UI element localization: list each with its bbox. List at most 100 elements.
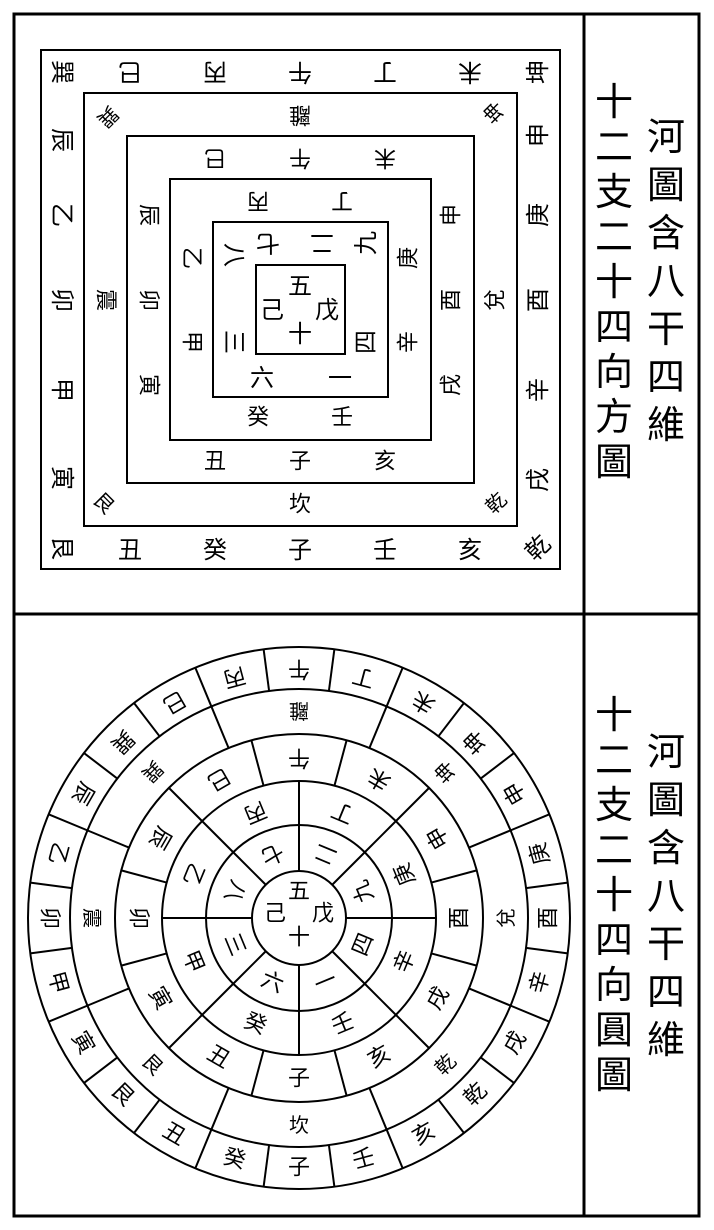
circle-trigram-0: 離 [289, 699, 309, 723]
circle-branch-6: 子 [288, 1067, 310, 1092]
circle-outer-divider [262, 1144, 271, 1187]
sq-ring3-right-1: 酉 [440, 289, 465, 311]
circle-outer-label-4: 申 [499, 777, 532, 809]
sq-center-ten: 十 [288, 320, 312, 348]
circle-branch-2: 申 [422, 822, 455, 854]
circle-number-2: 四 [348, 930, 380, 960]
circle-number-5: 三 [219, 930, 251, 960]
square-diagram [40, 49, 561, 570]
sq-ring2-corner-1: 坤 [478, 96, 509, 127]
circle-outer-label-5: 庚 [526, 839, 556, 867]
sq-outer-top-0: 巳 [118, 58, 142, 86]
sq-center-ji: 己 [260, 296, 284, 324]
sq-outer-left-0: 艮 [48, 536, 76, 560]
sq-ring2-corner-0: 巽 [92, 101, 123, 132]
sq-outer-right-3: 酉 [524, 288, 552, 312]
circle-outer-divider [48, 813, 88, 832]
circle-outer-divider [480, 1056, 515, 1084]
bottom-title-line-1: 河圖含八干四維 [647, 730, 685, 1062]
circle-ring2-divider [87, 987, 130, 1007]
sq-outer-left-3: 卯 [48, 288, 76, 312]
sq-ring5-left-bottom: 三 [220, 330, 248, 354]
circle-outer-label-13: 癸 [220, 1145, 248, 1175]
circle-outer-label-7: 辛 [526, 969, 556, 997]
circle-ring2-divider [468, 829, 511, 849]
circle-ring3-divider [250, 1050, 265, 1096]
circle-branch-4: 戌 [422, 983, 455, 1015]
circle-stem-4: 癸 [240, 1008, 270, 1040]
circle-ring3-divider [168, 1014, 203, 1049]
square-ring-1 [40, 49, 561, 570]
sq-ring4-right-1: 辛 [397, 331, 422, 353]
sq-ring3-top-0: 巳 [204, 145, 226, 170]
circle-outer-divider [262, 649, 271, 692]
circle-outer-label-6: 酉 [537, 907, 562, 929]
circle-ring3-divider [121, 869, 167, 884]
sq-center-five: 五 [288, 272, 312, 300]
square-ring-4 [169, 178, 432, 441]
circle-branch-3: 酉 [448, 907, 473, 929]
circle-ring2-divider [210, 1087, 230, 1130]
sq-outer-bottom-0: 亥 [458, 536, 482, 564]
circle-trigram-corner-0: 坤 [430, 756, 461, 787]
sq-outer-right-0: 坤 [524, 60, 552, 84]
circle-outer-divider [83, 752, 118, 780]
circle-outer-label-20: 辰 [66, 777, 99, 809]
circle-outer-label-16: 寅 [66, 1027, 99, 1059]
circle-ring4-divider [201, 820, 234, 853]
circle-outer-divider [327, 1144, 336, 1187]
circle-stem-7: 丙 [240, 796, 270, 828]
circle-ring3-divider [333, 1050, 348, 1096]
top-title: 河圖含八干四維 十二支二十四向方圖 [595, 80, 685, 484]
square-ring-5 [212, 221, 389, 398]
sq-outer-right-1: 申 [524, 123, 552, 147]
sq-ring2-top: 離 [289, 102, 311, 127]
circle-branch-10: 辰 [143, 822, 176, 854]
sq-outer-left-6: 巽 [48, 60, 76, 84]
circle-ring3-divider [250, 740, 265, 786]
sq-ring4-left-0: 甲 [179, 331, 204, 353]
circle-ring2-divider [468, 987, 511, 1007]
circle-outer-label-19: 乙 [43, 839, 73, 867]
sq-ring3-left-2: 辰 [136, 204, 161, 226]
circle-branch-1: 未 [364, 762, 396, 795]
bottom-title-line-2: 十二支二十四向圓圖 [595, 693, 633, 1097]
sq-outer-right-5: 戌 [524, 468, 552, 492]
circle-ring3-divider [431, 869, 477, 884]
sq-ring3-bottom-2: 丑 [204, 450, 226, 475]
circle-number-0: 二 [311, 838, 341, 870]
sq-ring3-right-0: 申 [440, 204, 465, 226]
circle-outer-label-0: 午 [288, 656, 310, 681]
circle-ring-outer [27, 646, 571, 1190]
circle-center-five: 五 [288, 880, 310, 905]
top-title-line-1: 河圖含八干四維 [647, 115, 685, 447]
circle-number-1: 九 [348, 876, 380, 906]
circle-branch-9: 卯 [126, 907, 151, 929]
sq-ring3-left-0: 寅 [136, 374, 161, 396]
circle-ring3-divider [333, 740, 348, 786]
circle-ring4-divider [364, 983, 397, 1016]
square-center [255, 264, 346, 355]
circle-number-6: 八 [219, 876, 251, 906]
circle-diagram [27, 646, 571, 1190]
sq-outer-bottom-3: 癸 [203, 536, 227, 564]
circle-stem-0: 丁 [328, 796, 358, 828]
circle-center-ten: 十 [288, 926, 310, 951]
circle-trigram-3: 震 [80, 908, 104, 928]
sq-outer-top-3: 丁 [373, 58, 397, 86]
sq-outer-left-1: 寅 [48, 466, 76, 490]
circle-branch-0: 午 [288, 745, 310, 770]
sq-ring5-left-top: 八 [220, 243, 248, 267]
sq-ring4-bottom-1: 癸 [247, 406, 269, 431]
sq-ring2-corner-3: 艮 [88, 487, 119, 518]
circle-stem-1: 庚 [389, 859, 421, 889]
circle-outer-label-10: 亥 [408, 1118, 440, 1151]
circle-outer-divider [510, 813, 550, 832]
circle-outer-divider [525, 881, 568, 890]
sq-outer-bottom-2: 子 [288, 536, 312, 564]
circle-ring2-divider [87, 829, 130, 849]
diagram-labels: 巳丙午丁未坤申庚酉辛戌亥壬子癸丑乾艮寅甲卯乙辰巽離兌坎震巽坤乾艮巳午未申酉戌亥子… [30, 58, 568, 1187]
sq-ring3-top-2: 未 [374, 145, 396, 170]
sq-ring5-top-left: 七 [256, 229, 280, 257]
circle-outer-divider [480, 752, 515, 780]
